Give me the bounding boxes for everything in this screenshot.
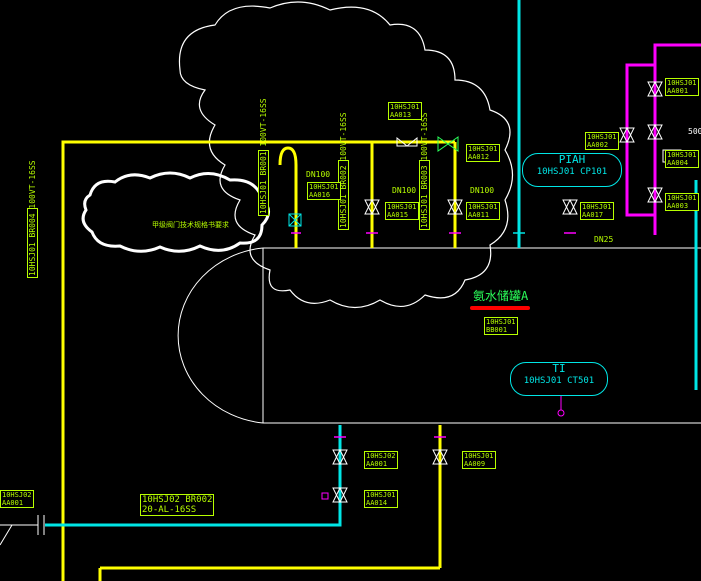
line-tag-br001[interactable]: 10HSJ01 BR001 100VT-16SS (258, 98, 269, 216)
instrument-ti[interactable]: TI 10HSJ01 CT501 (510, 362, 608, 396)
tag-aa001-bottom[interactable]: 10HSJ02 AA001 (364, 451, 398, 469)
tag-aa004[interactable]: 10HSJ01 AA004 (665, 150, 699, 168)
revision-cloud-small (81, 171, 270, 253)
line-tag-br002[interactable]: 10HSJ02 BR002 20-AL-16SS (140, 494, 215, 516)
instrument-ti-function: TI (552, 362, 566, 375)
tag-left-edge[interactable]: 10HSJ02 AA001 (0, 490, 34, 508)
size-label-dn100-b: DN100 (392, 186, 417, 195)
value-label-500: 500 (688, 127, 701, 136)
nozzle-ticks (291, 232, 576, 438)
tag-aa001-right[interactable]: 10HSJ01 AA001 (665, 78, 699, 96)
tag-bb001[interactable]: 10HSJ01 BB001 (484, 317, 518, 335)
flange-symbol (0, 515, 45, 546)
tag-aa012[interactable]: 10HSJ01 AA012 (466, 144, 500, 162)
tag-aa003[interactable]: 10HSJ01 AA003 (665, 193, 699, 211)
tank-outline (177, 247, 701, 424)
size-label-dn100-a: DN100 (306, 170, 331, 179)
revision-cloud-large (178, 1, 514, 309)
tag-aa009[interactable]: 10HSJ01 AA009 (462, 451, 496, 469)
size-label-dn25: DN25 (594, 235, 614, 244)
magenta-piping (625, 43, 701, 235)
cyan-piping (45, 0, 698, 527)
cloud-note: 甲级阀门技术规格书要求 (152, 221, 229, 229)
instrument-piah-function: PIAH (558, 153, 586, 166)
instrument-ti-tag: 10HSJ01 CT501 (523, 376, 595, 386)
tag-aa017[interactable]: 10HSJ01 AA017 (580, 202, 614, 220)
tank-label[interactable]: 氨水储罐A (473, 289, 529, 303)
instrument-piah-tag: 10HSJ01 CP101 (536, 167, 608, 177)
size-label-dn100-c: DN100 (470, 186, 495, 195)
tag-aa011[interactable]: 10HSJ01 AA011 (466, 202, 500, 220)
line-tag-br004[interactable]: 10HSJ01 BR004 100VT-16SS (27, 160, 38, 278)
ti-connection (557, 395, 565, 417)
line-tag-br003[interactable]: 10HSJ01 BR003 100VT-16SS (419, 112, 430, 230)
tag-aa016[interactable]: 10HSJ01 AA016 (307, 182, 341, 200)
tag-aa014[interactable]: 10HSJ01 AA014 (364, 490, 398, 508)
tag-aa002[interactable]: 10HSJ01 AA002 (585, 132, 619, 150)
tag-aa015[interactable]: 10HSJ01 AA015 (385, 202, 419, 220)
tag-aa013[interactable]: 10HSJ01 AA013 (388, 102, 422, 120)
instrument-piah[interactable]: PIAH 10HSJ01 CP101 (522, 153, 622, 187)
yellow-piping (61, 140, 457, 581)
